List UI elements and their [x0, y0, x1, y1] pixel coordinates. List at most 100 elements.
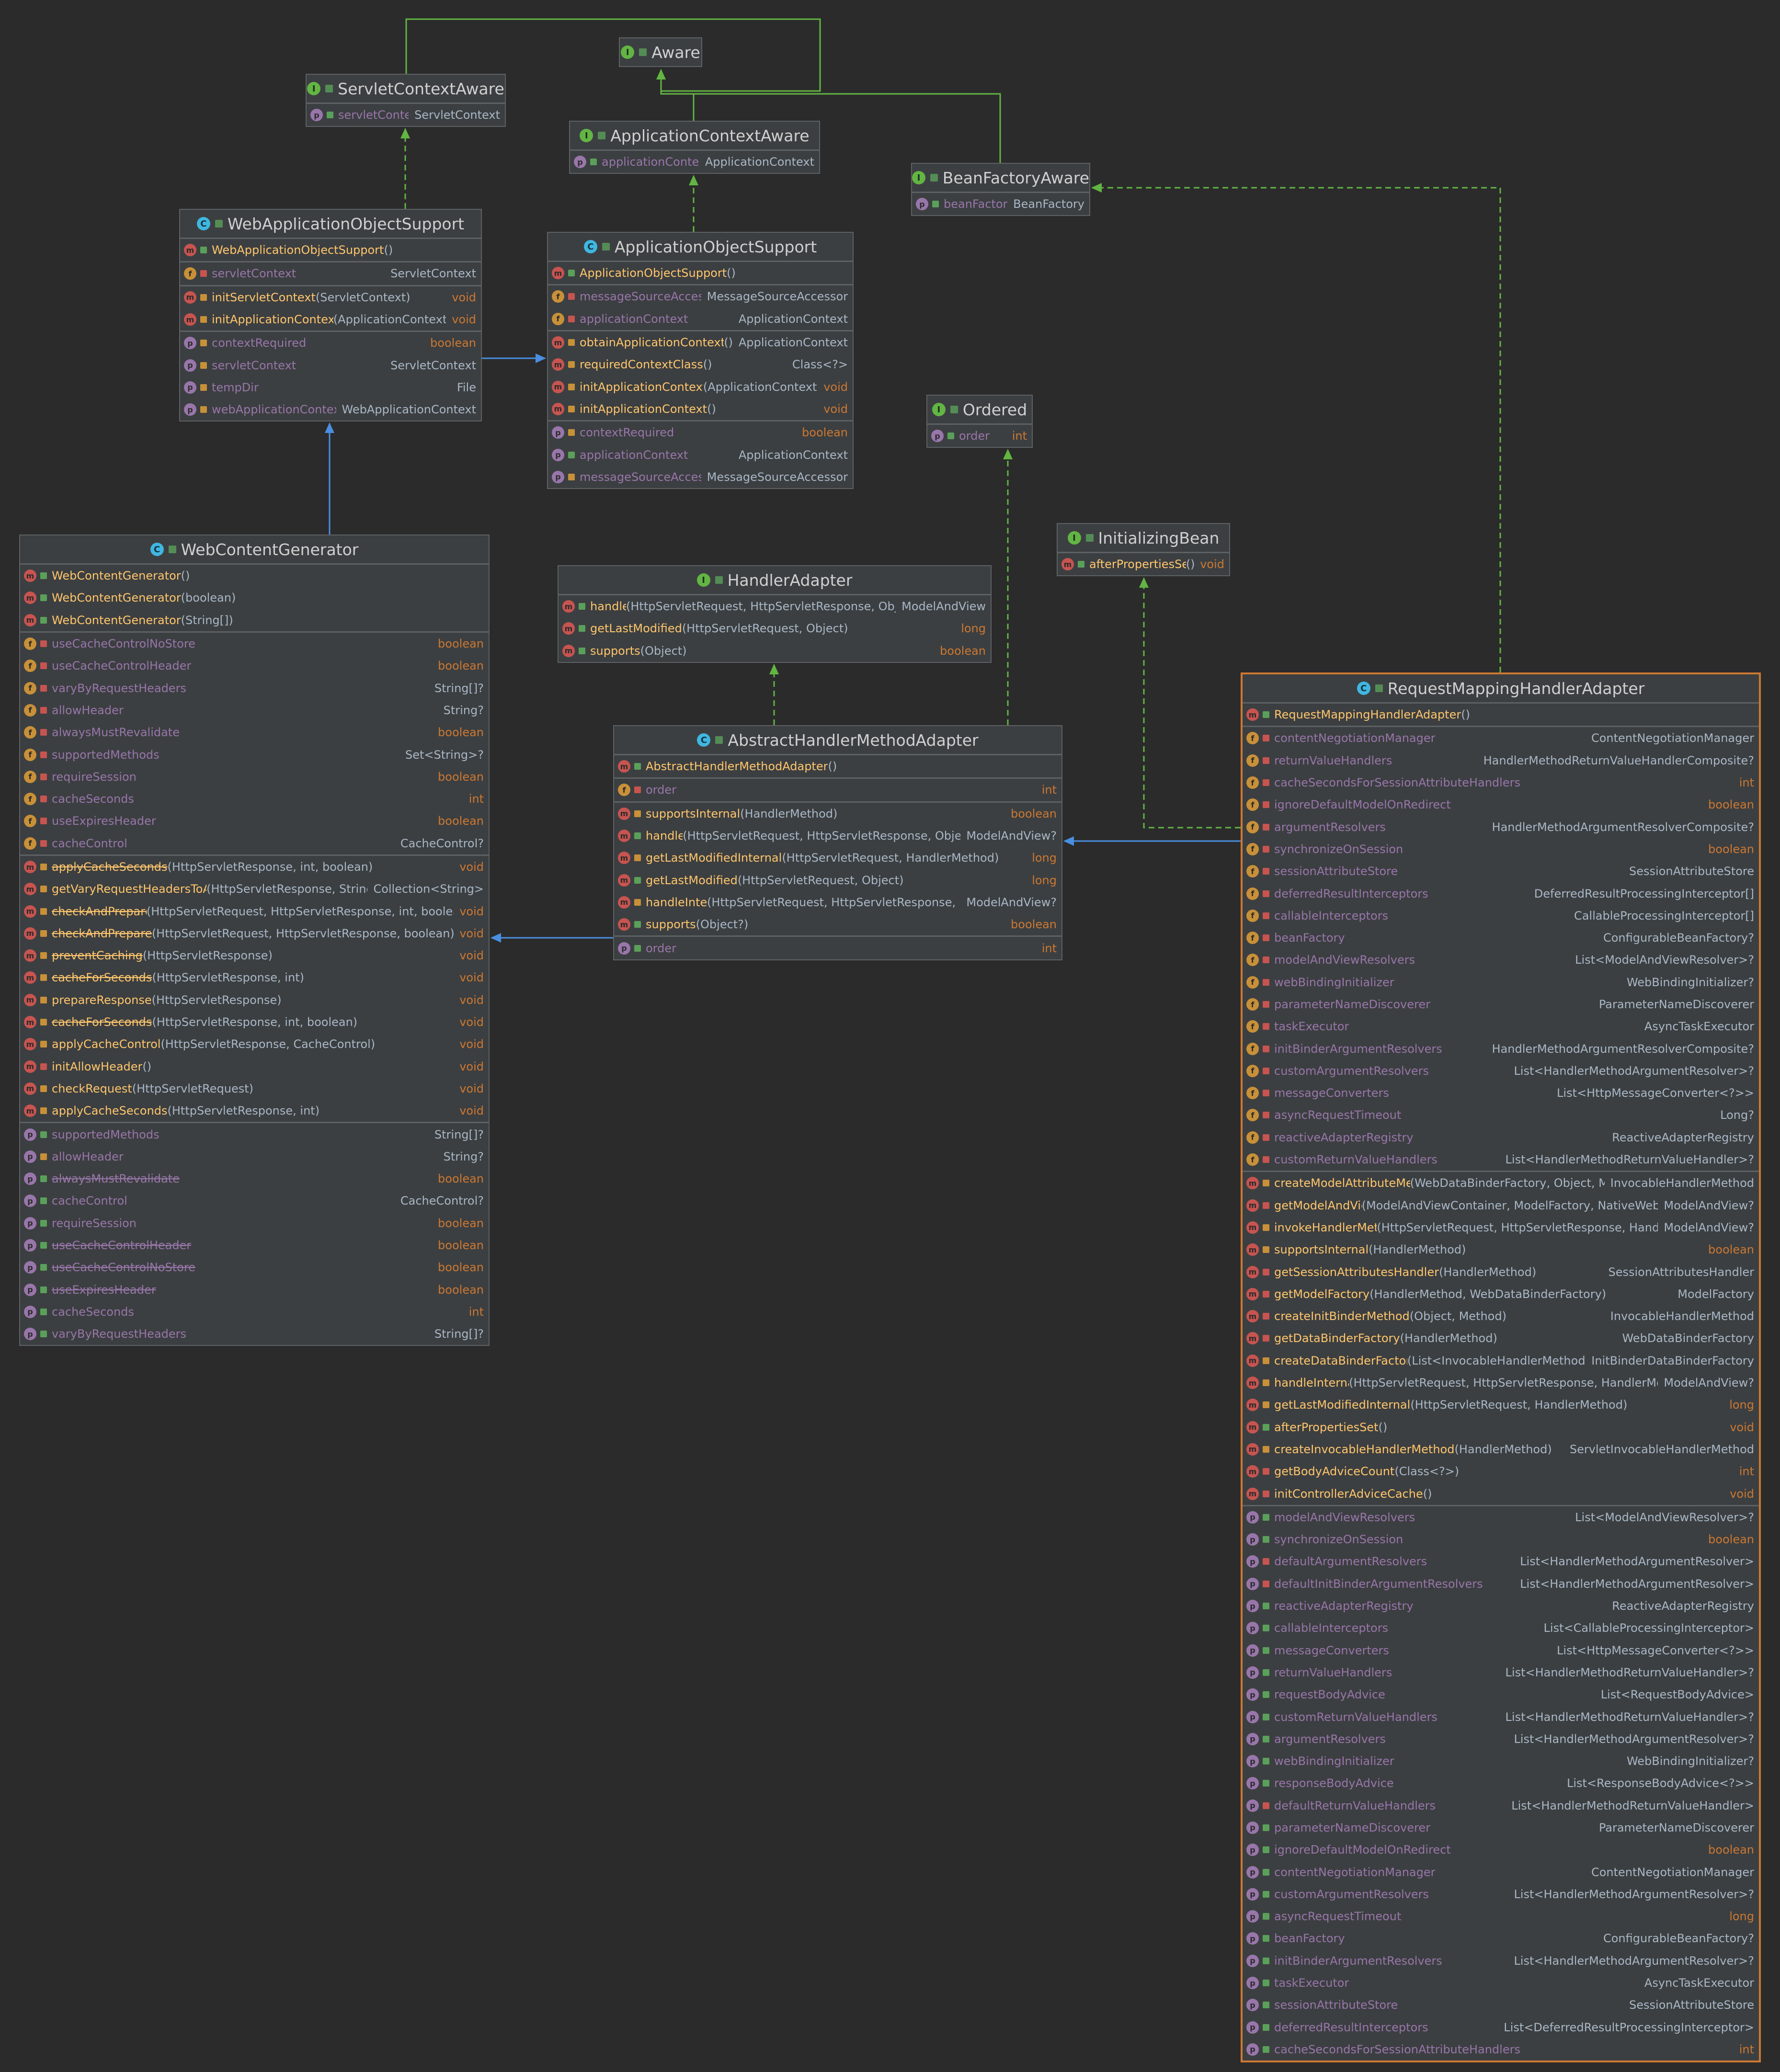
- member-row[interactable]: minvokeHandlerMethod(HttpServletRequest,…: [1243, 1217, 1759, 1239]
- member-row[interactable]: mhandleInternal(HttpServletRequest, Http…: [614, 891, 1061, 913]
- member-row[interactable]: fmessageSourceAccessorMessageSourceAcces…: [548, 285, 853, 307]
- member-row[interactable]: mgetVaryRequestHeadersToAdd(HttpServletR…: [20, 878, 489, 900]
- member-row[interactable]: mhandleInternal(HttpServletRequest, Http…: [1243, 1372, 1759, 1394]
- member-row[interactable]: mcreateModelAttributeMethod(WebDataBinde…: [1243, 1172, 1759, 1194]
- member-row[interactable]: pmessageSourceAccessorMessageSourceAcces…: [548, 466, 853, 488]
